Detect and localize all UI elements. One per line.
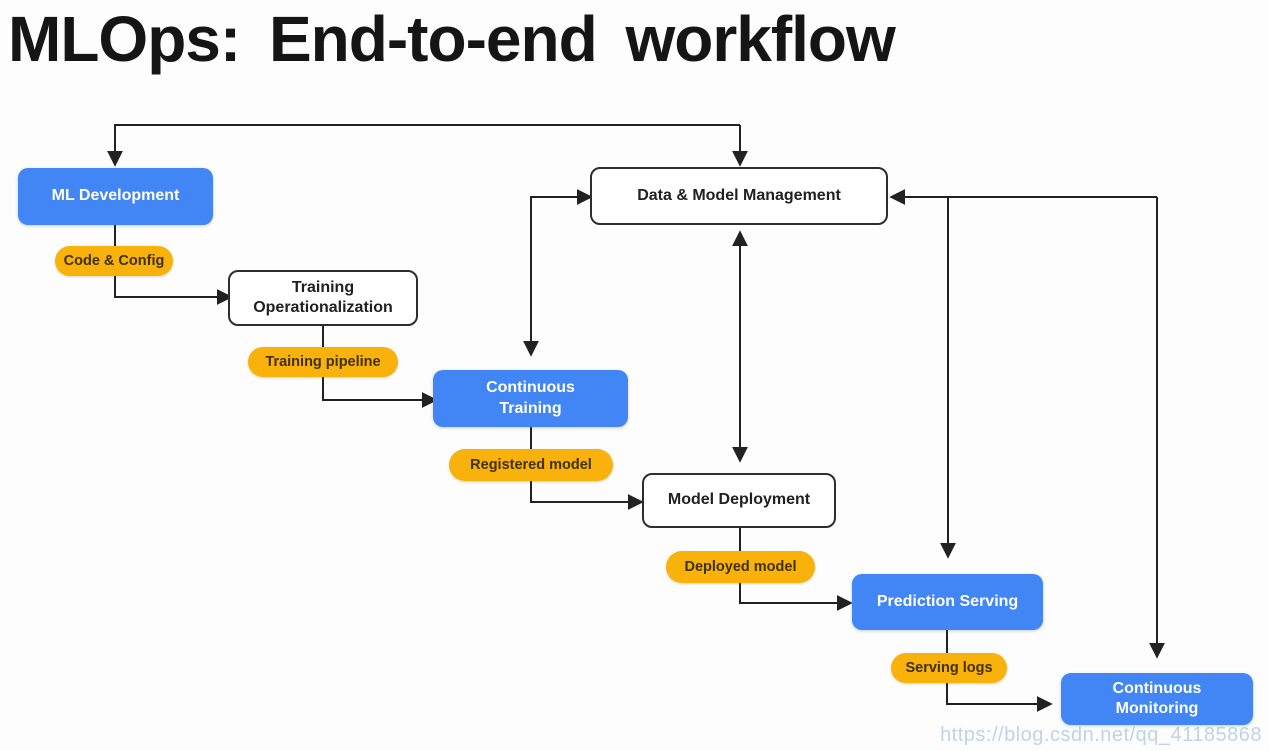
watermark-url: https://blog.csdn.net/qq_41185868	[940, 724, 1262, 746]
artifact-registered-model: Registered model	[449, 449, 613, 481]
node-label: Data & Model Management	[637, 186, 841, 204]
node-prediction-serving: Prediction Serving	[852, 574, 1043, 630]
artifact-training-pipeline: Training pipeline	[248, 347, 398, 377]
node-label: Training Operationalization	[253, 278, 393, 316]
artifact-label: Serving logs	[905, 660, 993, 676]
node-label: ML Development	[51, 187, 180, 205]
node-ml-development: ML Development	[18, 168, 213, 225]
node-label: Continuous Monitoring	[1112, 679, 1202, 717]
node-training-operationalization: Training Operationalization	[228, 270, 418, 326]
artifact-deployed-model: Deployed model	[666, 551, 815, 583]
artifact-code-config: Code & Config	[55, 246, 173, 276]
artifact-label: Registered model	[470, 457, 592, 473]
artifact-label: Code & Config	[63, 253, 165, 269]
artifact-label: Deployed model	[684, 559, 797, 575]
node-label: Prediction Serving	[876, 592, 1019, 610]
arrow-topbus-to-ml-development	[107, 124, 740, 167]
artifact-serving-logs: Serving logs	[891, 653, 1007, 683]
node-continuous-training: Continuous Training	[433, 370, 628, 427]
node-data-model-management: Data & Model Management	[590, 167, 888, 225]
node-continuous-monitoring: Continuous Monitoring	[1061, 673, 1253, 725]
artifact-label: Training pipeline	[265, 354, 381, 370]
node-label: Continuous Training	[486, 379, 575, 417]
arrow-continuous-training-to-dmm	[530, 189, 593, 350]
page-title: MLOps: End-to-end workflow	[8, 3, 896, 75]
node-label: Model Deployment	[667, 491, 811, 509]
node-model-deployment: Model Deployment	[642, 473, 836, 528]
